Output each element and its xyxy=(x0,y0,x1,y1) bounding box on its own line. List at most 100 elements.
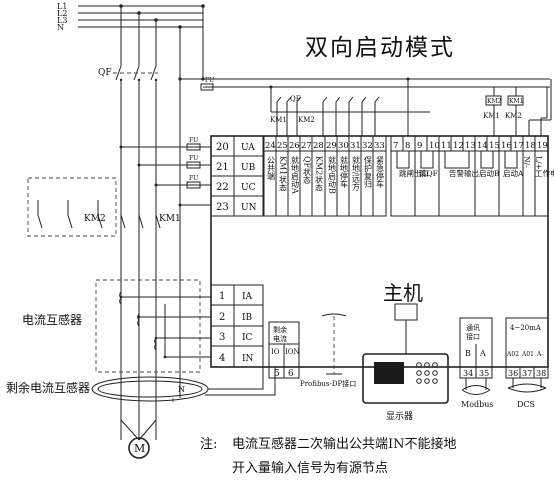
display-label: 显示器 xyxy=(386,411,413,422)
input-terminal-num: 27 xyxy=(301,141,312,151)
power-terminal-neg: N/- xyxy=(523,156,532,168)
motor-label: M xyxy=(134,442,145,455)
output-terminal-num: 9 xyxy=(417,141,422,151)
terminal-23-sig: UN xyxy=(241,203,257,213)
output-terminal-num: 7 xyxy=(393,141,398,151)
power-feed xyxy=(407,112,551,136)
input-terminal-label: 就地启动A xyxy=(291,155,300,194)
output-terminal-label: 工作电源 xyxy=(535,168,554,178)
terminal-22-sig: UC xyxy=(241,183,256,193)
terminal-3-num: 3 xyxy=(219,332,225,343)
line-label-n: N xyxy=(57,23,64,32)
output-terminal-num: 18 xyxy=(525,141,536,151)
motor: M xyxy=(120,419,157,459)
input-terminal-label: QF状态 xyxy=(303,156,312,184)
analog-title: 4~20mA xyxy=(510,324,542,332)
terminal-4-sig: IN xyxy=(242,354,254,364)
contact-km1-label: KM1 xyxy=(270,116,287,124)
output-terminal-num: 15 xyxy=(489,141,500,151)
input-terminal-label: 公共端 xyxy=(267,156,276,181)
coil-km1-label: KM1 xyxy=(509,98,523,105)
analog-terminal-36: 36 xyxy=(508,369,518,378)
terminal-4-num: 4 xyxy=(219,353,225,364)
output-terminal-num: 11 xyxy=(441,141,452,151)
analog-a01: A01 xyxy=(521,351,534,358)
current-terminals: 1 IA 2 IB 3 IC 4 IN xyxy=(219,291,254,364)
display-screen xyxy=(374,362,404,384)
terminal-3-sig: IC xyxy=(242,333,253,343)
output-terminal-strip xyxy=(390,135,549,217)
phase-conductors xyxy=(120,6,204,440)
comm-title-2: 接口 xyxy=(466,332,480,341)
supply-lines: L1 L2 L3 N xyxy=(57,2,205,32)
residual-io-label: IO xyxy=(271,348,280,356)
output-terminal-label: 跳QF xyxy=(419,168,438,178)
ct-label: 电流互感器 xyxy=(22,312,82,327)
note-prefix: 注: xyxy=(200,437,217,452)
comm-a-label: A xyxy=(479,349,486,358)
power-terminal-pos: L/+ xyxy=(535,156,544,170)
residual-title-2: 电流 xyxy=(273,334,287,343)
contactor-coils: KM2 KM1 KM1 KM2 xyxy=(483,87,524,136)
fuse-label-top: FU xyxy=(205,77,214,84)
analog-a02: A02 xyxy=(506,351,519,358)
output-terminal-num: 17 xyxy=(513,141,524,151)
analog-block: 4~20mA A02 A01 A- 36 37 38 DCS xyxy=(505,317,549,409)
input-terminal-label: KM2状态 xyxy=(315,156,324,191)
comm-protocol: Modbus xyxy=(461,400,494,409)
note: 注: 电流互感器二次输出公共端IN不能接地 开入量输入信号为有源节点 xyxy=(200,436,457,476)
terminal-2-sig: IB xyxy=(242,313,253,323)
terminal-22-num: 22 xyxy=(216,182,229,193)
output-terminal-num: 8 xyxy=(405,141,410,151)
coil-km2-label: KM2 xyxy=(487,98,502,105)
input-terminal-label: 就地/远方 xyxy=(352,155,361,192)
input-terminal-num: 33 xyxy=(374,141,385,151)
comm-block: 通讯 接口 B A 34 35 Modbus xyxy=(459,317,494,409)
analog-aminus: A- xyxy=(536,351,543,358)
residual-ion-label: ION xyxy=(285,348,300,356)
terminal-2-num: 2 xyxy=(219,312,225,323)
comm-title-1: 通讯 xyxy=(466,323,480,332)
power-contactors: KM2 KM1 xyxy=(27,177,181,237)
km1-label: KM1 xyxy=(159,214,181,224)
main-device: 主机 xyxy=(210,135,549,368)
terminal-23-num: 23 xyxy=(216,202,229,213)
residual-ct: 剩余电流互感器 N xyxy=(6,367,276,404)
fuse-label-ua: FU xyxy=(189,137,198,144)
output-terminal-label: 启动A xyxy=(503,168,524,178)
input-terminal-num: 24 xyxy=(265,141,276,151)
terminal-20-sig: UA xyxy=(241,143,255,153)
note-line2: 开入量输入信号为有源节点 xyxy=(232,460,388,476)
current-transformer-group: 电流互感器 xyxy=(22,279,211,373)
line-label-l3: L3 xyxy=(57,16,67,25)
input-terminal-num: 25 xyxy=(277,141,288,151)
output-terminal-label: 告警输出 xyxy=(449,168,479,178)
input-contacts: KM1 QF KM2 xyxy=(270,95,380,136)
diagram-title: 双向启动模式 xyxy=(305,35,455,61)
rct-label: 剩余电流互感器 xyxy=(6,380,90,395)
comm-terminal-35: 35 xyxy=(479,369,489,378)
input-terminal-num: 28 xyxy=(313,141,324,151)
input-terminal-num: 29 xyxy=(326,141,337,151)
input-terminal-num: 32 xyxy=(362,141,373,151)
breaker-label: QF xyxy=(98,68,112,78)
output-terminal-label: 启动B xyxy=(479,168,500,178)
comm-b-label: B xyxy=(465,349,471,358)
input-terminal-label: 紧急停车 xyxy=(376,156,385,189)
analog-protocol: DCS xyxy=(517,400,535,409)
note-line1: 电流互感器二次输出公共端IN不能接地 xyxy=(232,436,457,452)
main-unit-label: 主机 xyxy=(383,281,423,305)
line-label-l2: L2 xyxy=(57,9,67,18)
terminal-1-sig: IA xyxy=(242,292,253,302)
terminal-21-sig: UB xyxy=(241,163,256,173)
interlock-km1-label: KM1 xyxy=(483,112,500,120)
output-terminal-num: 13 xyxy=(465,141,476,151)
residual-terminal-5: 5 xyxy=(274,369,280,379)
contact-qf-label: QF xyxy=(290,95,301,103)
output-terminal-num: 16 xyxy=(501,141,512,151)
input-terminal-label: KM1状态 xyxy=(279,156,288,191)
input-terminal-num: 30 xyxy=(338,141,349,151)
contact-km2-label: KM2 xyxy=(298,116,315,124)
residual-title-1: 剩余 xyxy=(273,325,287,334)
